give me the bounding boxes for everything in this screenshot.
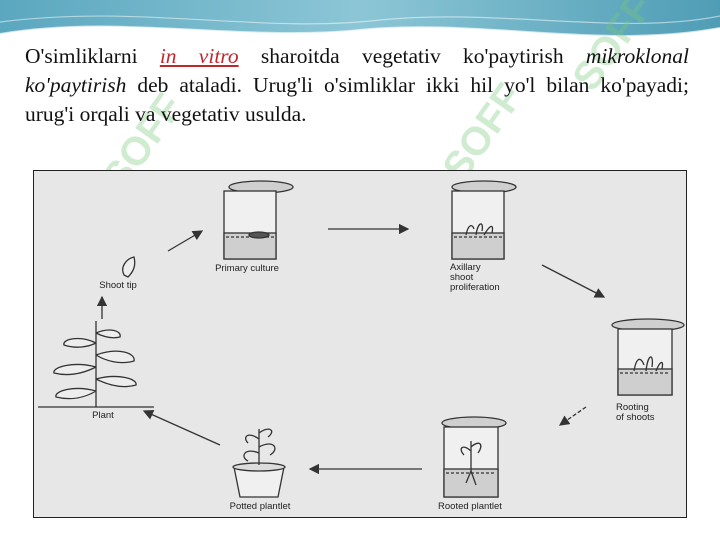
term-mikroklonal: mikroklonal ko'paytirish [25,44,689,97]
paragraph-text: deb ataladi. Urug'li o'simliklar ikki hi… [25,73,689,126]
arrow [541,264,606,298]
arrow [558,406,587,426]
header-wave-decoration [0,0,720,37]
label-rooting-of-shoots: Rooting of shoots [616,402,655,423]
axillary-shoot-jar [451,180,517,260]
micropropagation-diagram: Primary culture Axillary shoot prolifera… [33,170,687,518]
rooting-jar [611,318,685,396]
shoot-tip [122,256,136,278]
arrow [142,409,221,446]
paragraph-text: O'simliklarni [25,44,160,68]
paragraph-text: sharoitda vegetativ ko'paytirish [238,44,586,68]
label-potted-plantlet: Potted plantlet [229,501,291,512]
label-axillary-shoot-proliferation: Axillary shoot proliferation [450,262,500,293]
potted-plantlet [232,428,286,498]
rooted-plantlet-jar [441,416,507,498]
primary-culture-jar [223,180,294,260]
diagram-drawing [38,180,685,498]
body-paragraph: O'simliklarni in vitro sharoitda vegetat… [25,42,689,129]
label-shoot-tip: Shoot tip [99,280,137,291]
arrow [167,230,204,252]
plant-illustration [38,321,154,408]
label-rooted-plantlet: Rooted plantlet [438,501,502,512]
label-plant: Plant [92,410,114,421]
term-in-vitro: in vitro [159,44,239,68]
label-primary-culture: Primary culture [215,263,279,274]
